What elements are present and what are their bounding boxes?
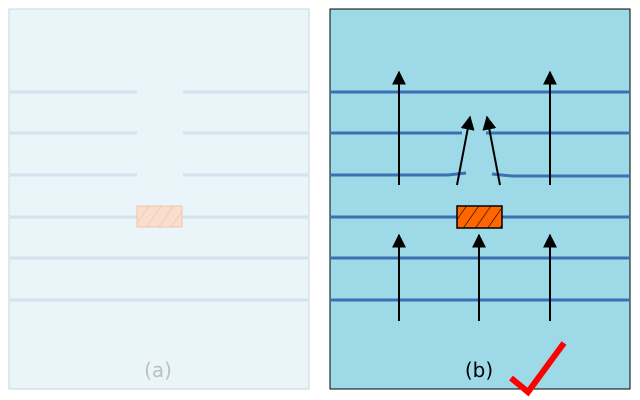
panel-b-line: [447, 171, 467, 177]
panel-a-block-hatch: [137, 206, 182, 227]
arrow-diverging-right: [482, 115, 501, 186]
panel-b: (b): [329, 8, 631, 390]
checkmark-icon: [509, 341, 567, 397]
panel-b-background: [329, 8, 631, 390]
panel-b-block-hatch: [457, 206, 502, 228]
panel-a-label: (a): [144, 358, 172, 382]
panel-b-arrows: [392, 70, 557, 321]
arrow-diverging-left: [456, 115, 475, 186]
panel-a-background: [8, 8, 310, 390]
panel-a: (a): [8, 8, 310, 390]
panel-b-label: (b): [465, 358, 493, 382]
panel-b-line: [491, 172, 513, 178]
